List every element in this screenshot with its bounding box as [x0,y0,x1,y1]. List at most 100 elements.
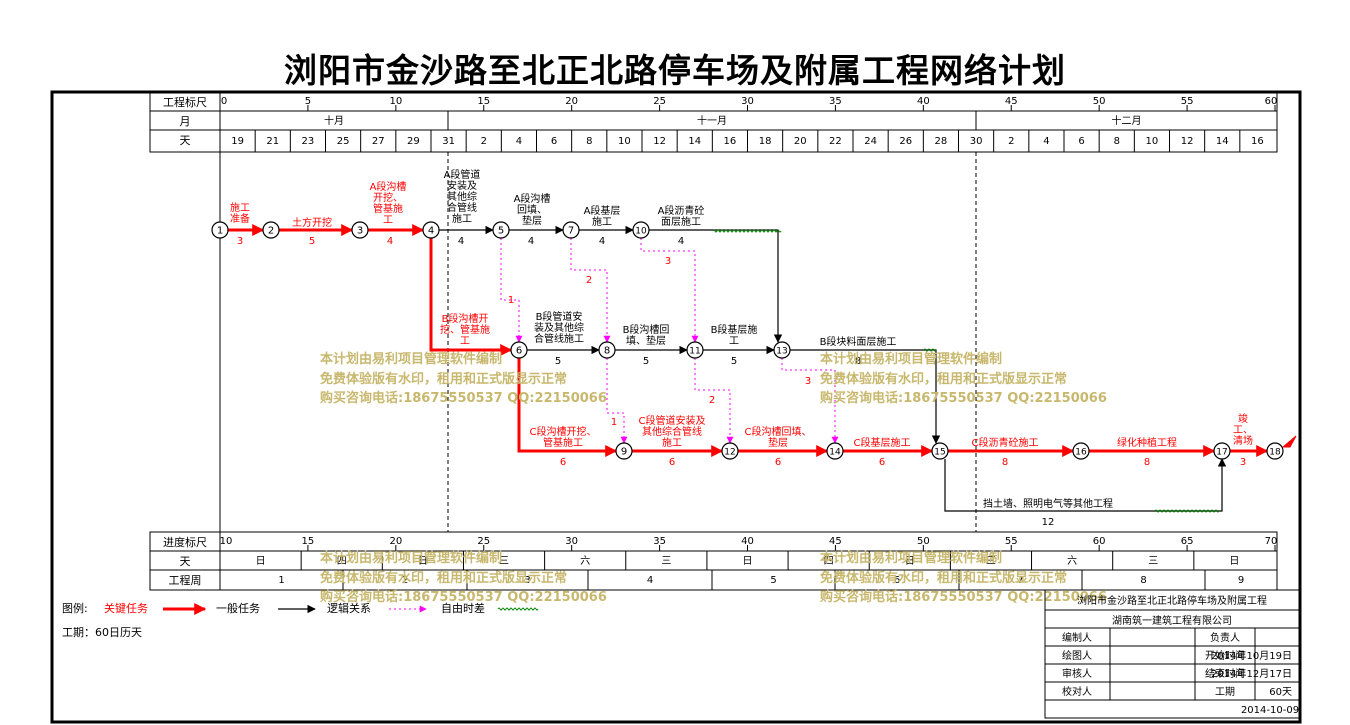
node-number: 12 [724,448,735,458]
weekday-label: 天 [180,555,191,568]
task-duration: 12 [1042,517,1055,528]
task-duration: 3 [237,236,243,247]
node-circle [1072,442,1090,460]
task-duration: 8 [855,356,861,367]
logic-lag: 1 [508,295,514,306]
day-label: 天 [180,134,191,147]
node-number: 6 [516,346,522,357]
node-number: 8 [604,346,610,357]
title-block-label: 开始时间 [1205,649,1245,662]
progress-tick: 25 [477,536,490,547]
legend-float-label: 自由时差 [441,601,485,615]
title-block-label: 负责人 [1210,631,1240,644]
day-cell: 6 [1078,136,1084,147]
scale-tick: 0 [221,96,227,107]
legend-normal-label: 一般任务 [216,602,260,615]
title-block-value: 60天 [1269,687,1292,698]
day-cell: 6 [551,136,557,147]
watermark-text: 本计划由易利项目管理软件编制 [820,351,1002,367]
logic-link [606,358,628,444]
task-duration: 6 [879,457,885,468]
day-cell: 29 [407,136,420,147]
logic-link [570,238,611,343]
logic-link [640,238,699,343]
task-label: 施工准备 [230,201,250,225]
task-duration: 4 [599,236,605,247]
weekday-cell: 日 [905,556,915,567]
node-circle [686,341,704,359]
week-cell: 9 [1238,575,1244,586]
node-number: 15 [934,448,945,458]
logic-lag: 2 [709,395,715,406]
title-block-label: 绘图人 [1062,649,1092,662]
finish-flag-icon [1281,435,1297,448]
progress-tick: 15 [302,536,315,547]
weekday-cell: 三 [661,556,671,567]
task-label: C段管道安装及其他综合管线施工 [639,414,706,449]
node-circle [931,442,949,460]
node-number: 13 [776,347,787,357]
legend-critical-label: 关键任务 [104,601,148,615]
title-block-label: 审核人 [1062,667,1092,680]
task-duration: 8 [1144,457,1150,468]
node-circle [826,442,844,460]
weekday-cell: 六 [580,555,590,567]
logic-lag: 1 [611,417,617,428]
node-circle [262,221,280,239]
weekday-cell: 四 [824,556,834,567]
legend-title: 图例: [62,601,88,615]
task-duration: 4 [678,236,684,247]
node-circle [510,341,528,359]
scale-tick: 55 [1181,96,1194,107]
title-block-label: 校对人 [1062,685,1092,698]
day-cell: 21 [266,136,279,147]
task-label: A段基层施工 [584,204,621,228]
scale-tick: 25 [653,96,666,107]
node-circle [562,221,580,239]
month-cell: 十二月 [1112,114,1142,127]
task-label: B段管道安装及其他综合管线施工 [534,310,584,345]
task-label: C段沥青砼施工 [972,436,1039,449]
task-duration: 4 [387,236,393,247]
node-circle [615,442,633,460]
progress-tick: 30 [565,536,578,547]
node-number: 7 [568,226,574,237]
title-block-label: 工期 [1215,686,1235,698]
node-circle [422,221,440,239]
watermark-text: 免费体验版有水印，租用和正式版显示正常 [320,570,567,586]
scale-tick: 10 [389,96,402,107]
task-label: 土方开挖 [292,216,332,229]
week-cell: 5 [770,575,776,586]
node-circle [492,221,510,239]
task-duration: 4 [458,236,464,247]
watermark-text: 购买咨询电话:18675550537 QQ:22150066 [320,589,607,605]
logic-lag: 2 [586,275,592,286]
weekday-cell: 三 [499,556,509,567]
week-cell: 4 [647,575,653,586]
scale-label: 工程标尺 [163,95,207,109]
title-block-label: 结束时间 [1205,667,1245,680]
task-duration: 5 [555,356,561,367]
progress-tick: 70 [1265,536,1278,547]
scale-tick: 35 [829,96,842,107]
node-number: 14 [829,448,841,458]
node-circle [351,221,369,239]
task-duration: 6 [560,457,566,468]
node-number: 1 [217,226,223,237]
free-float-line [1154,509,1220,513]
day-cell: 16 [724,136,737,147]
day-cell: 12 [653,136,666,147]
node-circle [773,341,791,359]
legend-logic-label: 逻辑关系 [327,601,371,615]
logic-lag: 3 [805,376,811,387]
day-cell: 19 [231,136,244,147]
progress-tick: 40 [741,536,754,547]
task-label: C段沟槽回填、垫层 [745,425,812,449]
legend-float-line [497,607,539,611]
week-cell: 2 [402,575,408,586]
title-block-date: 2014-10-09 [1241,705,1299,716]
week-cell: 3 [524,575,530,586]
task-label: B段块料面层施工 [820,335,897,348]
progress-tick: 20 [389,536,402,547]
task-label: A段沟槽开挖、管基施工 [370,180,407,226]
